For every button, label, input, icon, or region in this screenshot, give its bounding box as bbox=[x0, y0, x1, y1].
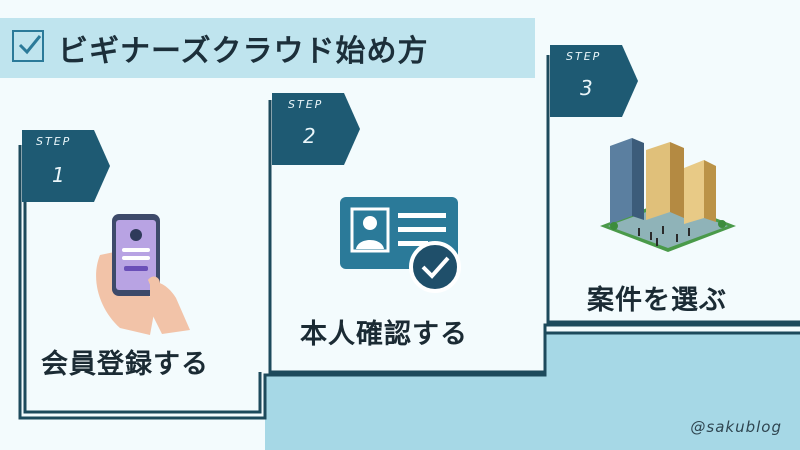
step-title-2: 本人確認する bbox=[300, 319, 468, 350]
step-flag-3 bbox=[550, 45, 638, 117]
city-buildings-icon bbox=[600, 138, 736, 252]
step-title-1: 会員登録する bbox=[41, 349, 209, 380]
checkbox-icon bbox=[12, 30, 44, 62]
step-label-2: STEP bbox=[288, 98, 324, 111]
smartphone-hand-icon bbox=[96, 214, 190, 335]
step-flag-2 bbox=[272, 93, 360, 165]
step-number-3: 3 bbox=[580, 76, 593, 100]
title-band bbox=[0, 18, 535, 78]
step-number-2: 2 bbox=[303, 124, 316, 148]
step-title-3: 案件を選ぶ bbox=[587, 285, 727, 316]
step-number-1: 1 bbox=[52, 163, 65, 187]
id-card-check-icon bbox=[340, 197, 461, 293]
step-label-3: STEP bbox=[566, 50, 602, 63]
page-title: ビギナーズクラウド始め方 bbox=[58, 34, 429, 69]
credit-text: @sakublog bbox=[690, 418, 782, 436]
step-label-1: STEP bbox=[36, 135, 72, 148]
step-flag-1 bbox=[22, 130, 110, 202]
